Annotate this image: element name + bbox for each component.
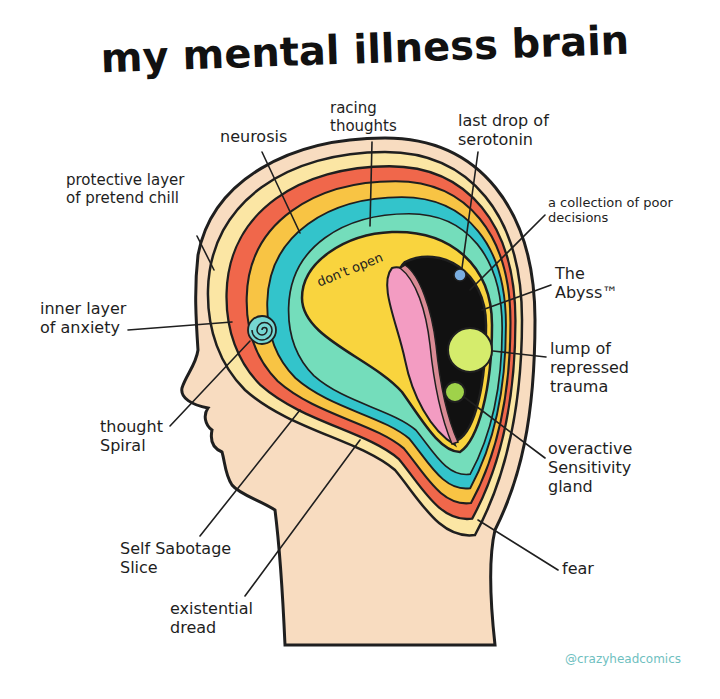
trauma-lump xyxy=(448,328,492,372)
part-label: overactive Sensitivity gland xyxy=(548,440,663,497)
part-label: lump of repressed trauma xyxy=(550,340,650,397)
part-label: inner layer of anxiety xyxy=(40,300,135,338)
serotonin-drop xyxy=(454,269,466,281)
part-label: Self Sabotage Slice xyxy=(120,540,252,578)
head-outline xyxy=(182,138,535,645)
diagram-title: my mental illness brain xyxy=(4,13,720,84)
part-label: protective layer of pretend chill xyxy=(66,172,198,207)
part-label: existential dread xyxy=(170,600,274,638)
leader-lines xyxy=(128,142,558,596)
watermark: @crazyheadcomics xyxy=(565,652,705,666)
part-label: don't open xyxy=(310,248,390,292)
yellow-band xyxy=(247,181,511,503)
spiral-disc xyxy=(248,316,276,344)
pale-band xyxy=(208,152,522,535)
mint-band xyxy=(289,214,503,475)
part-label: racing thoughts xyxy=(330,100,415,135)
part-label: fear xyxy=(562,560,622,579)
red-band xyxy=(227,166,516,519)
part-label: a collection of poor decisions xyxy=(548,195,676,226)
part-label: last drop of serotonin xyxy=(458,112,583,150)
teal-band xyxy=(267,197,506,488)
sensitivity-gland xyxy=(445,382,465,402)
part-label: thought Spiral xyxy=(100,418,180,456)
part-label: neurosis xyxy=(220,128,310,147)
part-label: The Abyss™ xyxy=(555,265,635,303)
spiral-line xyxy=(252,323,272,340)
inner-yellow-band xyxy=(302,232,492,452)
